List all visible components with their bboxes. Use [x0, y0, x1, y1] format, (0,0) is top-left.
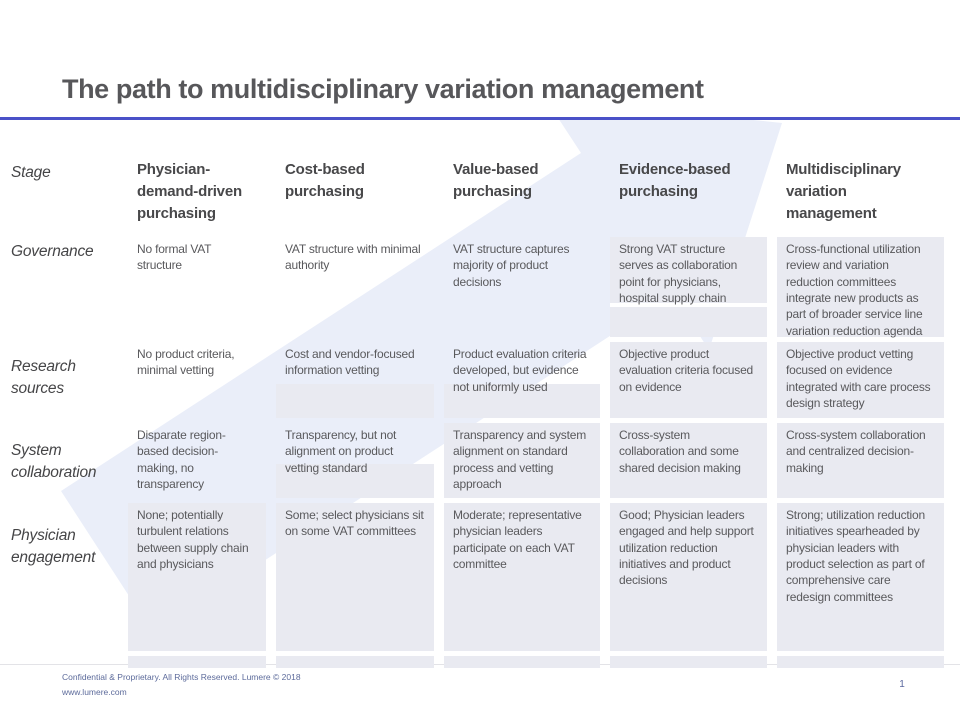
cell-system-col2: Transparency, but not alignment on produ… — [276, 423, 434, 498]
cell-system-col4: Cross-system collaboration and some shar… — [610, 423, 767, 498]
cell-research-col4: Objective product evaluation criteria fo… — [610, 342, 767, 418]
cell-governance-col5: Cross-functional utilization review and … — [777, 237, 944, 338]
spacer-cell-col2 — [276, 656, 434, 668]
cell-research-col1: No product criteria, minimal vetting — [137, 347, 235, 378]
cell-research-col5: Objective product vetting focused on evi… — [777, 342, 944, 418]
cell-research-col3: Product evaluation criteria developed, b… — [444, 342, 600, 418]
column-header-multidisciplinary: Multidisciplinary variation management — [786, 161, 901, 222]
row-header-physician-engagement: Physician engagement — [11, 527, 96, 567]
row-header-governance: Governance — [11, 243, 94, 260]
cell-physician-col2: Some; select physicians sit on some VAT … — [276, 503, 434, 651]
cell-physician-col5: Strong; utilization reduction initiative… — [777, 503, 944, 651]
footer-copyright: Confidential & Proprietary. All Rights R… — [62, 672, 301, 682]
cell-research-col2: Cost and vendor-focused information vett… — [276, 342, 434, 418]
row-header-system-collaboration: System collaboration — [11, 442, 97, 482]
footer-website: www.lumere.com — [62, 686, 127, 697]
spacer-cell-col3 — [444, 656, 600, 668]
row-header-research-sources: Research sources — [11, 358, 76, 398]
row-header-stage: Stage — [11, 164, 51, 181]
title-accent-rule — [0, 117, 960, 120]
spacer-cell-col4 — [610, 656, 767, 668]
cell-governance-col2: VAT structure with minimal authority — [285, 242, 421, 273]
footer: Confidential & Proprietary. All Rights R… — [62, 670, 301, 700]
page-number: 1 — [899, 679, 905, 690]
column-header-evidence-based: Evidence-based purchasing — [619, 161, 731, 200]
column-header-physician-demand: Physician-demand-driven purchasing — [137, 161, 242, 222]
cell-physician-col4: Good; Physician leaders engaged and help… — [610, 503, 767, 651]
maturity-stages-table: Stage Physician-demand-driven purchasing… — [8, 150, 944, 668]
cell-governance-col1: No formal VAT structure — [137, 242, 212, 273]
spacer-cell-col1 — [128, 656, 266, 668]
cell-physician-col3: Moderate; representative physician leade… — [444, 503, 600, 651]
column-header-value-based: Value-based purchasing — [453, 161, 539, 200]
cell-system-col3: Transparency and system alignment on sta… — [444, 423, 600, 498]
slide-title: The path to multidisciplinary variation … — [62, 74, 704, 104]
spacer-label-cell — [8, 656, 118, 668]
column-header-cost-based: Cost-based purchasing — [285, 161, 365, 200]
spacer-cell-col5 — [777, 656, 944, 668]
cell-physician-col1: None; potentially turbulent relations be… — [128, 503, 266, 651]
cell-system-col1: Disparate region-based decision-making, … — [137, 428, 226, 491]
cell-governance-col4: Strong VAT structure serves as collabora… — [610, 237, 767, 337]
cell-governance-col3: VAT structure captures majority of produ… — [453, 242, 570, 289]
cell-system-col5: Cross-system collaboration and centraliz… — [777, 423, 944, 498]
